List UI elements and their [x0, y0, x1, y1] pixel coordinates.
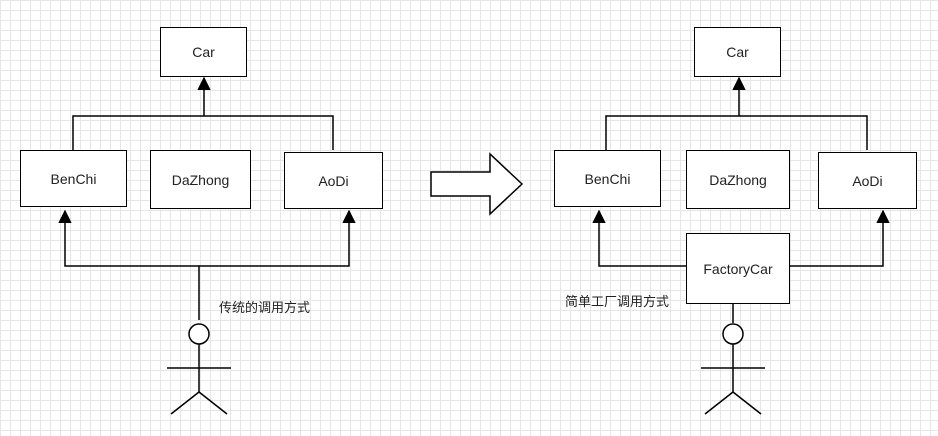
right-car-box: Car — [694, 27, 781, 77]
right-factory-connector — [592, 209, 890, 323]
right-aodi-box: AoDi — [818, 152, 917, 209]
left-client-connector — [58, 209, 356, 320]
left-benchi-box: BenChi — [20, 150, 127, 207]
arrow-right-icon — [430, 152, 524, 216]
left-caption: 传统的调用方式 — [219, 300, 311, 315]
factory-car-box: FactoryCar — [686, 233, 790, 304]
right-caption: 简单工厂调用方式 — [565, 294, 670, 309]
left-actor-icon — [167, 323, 231, 415]
right-benchi-box: BenChi — [554, 150, 661, 207]
right-inheritance-connector — [605, 76, 868, 150]
left-inheritance-connector — [72, 76, 334, 150]
left-dazhong-box: DaZhong — [150, 150, 251, 209]
right-actor-icon — [701, 323, 765, 415]
left-aodi-box: AoDi — [284, 152, 383, 209]
left-car-box: Car — [160, 27, 247, 77]
right-dazhong-box: DaZhong — [686, 150, 790, 209]
